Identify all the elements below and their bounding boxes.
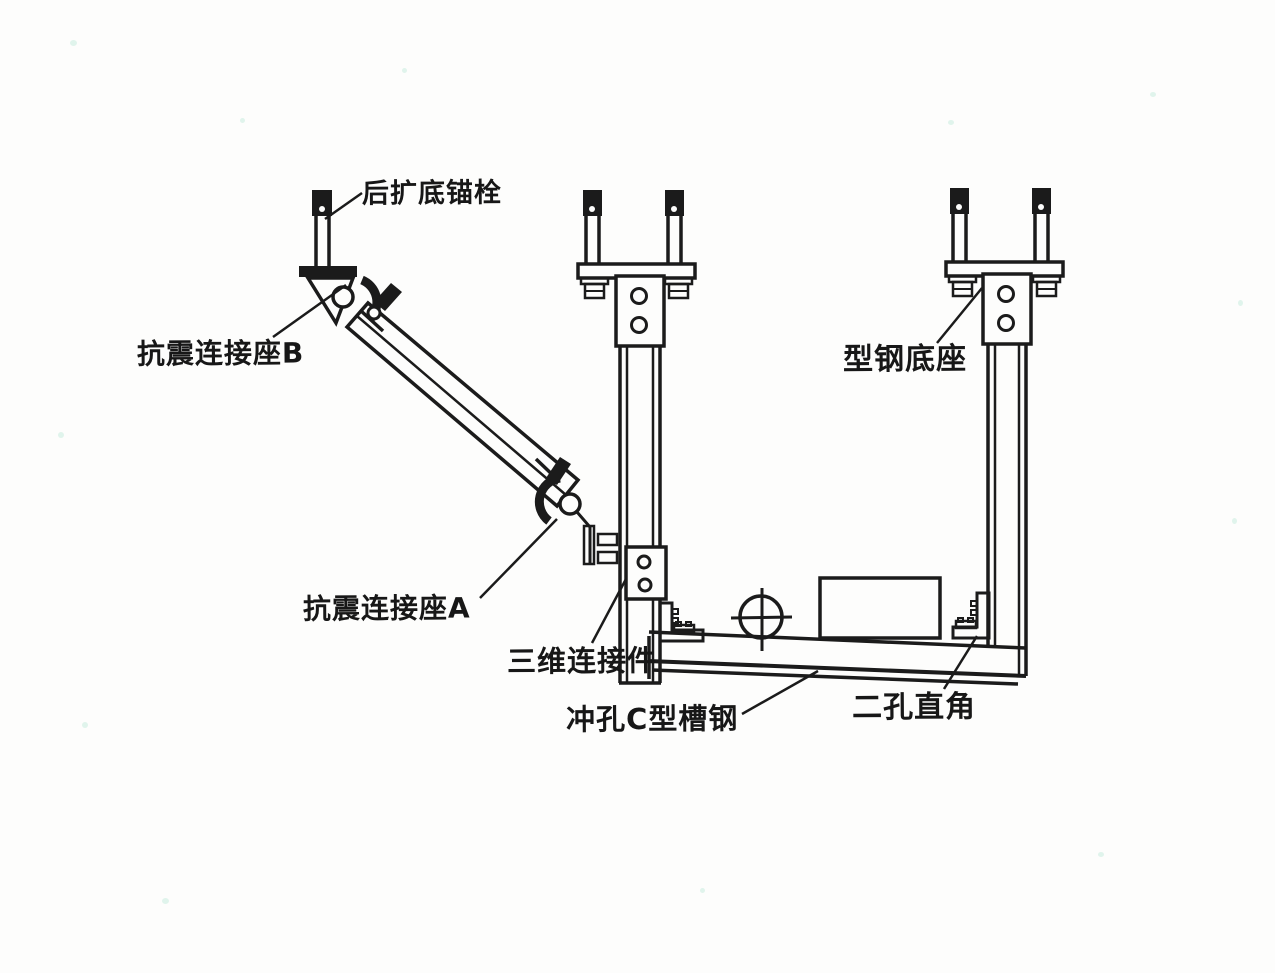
- punched-c-channel-part: [647, 630, 1027, 686]
- leader-c-channel: [741, 669, 819, 716]
- diagonal-brace-channel: [344, 300, 581, 509]
- channel-block: [818, 576, 942, 640]
- leader-steel-base: [936, 287, 983, 344]
- leader-anchor-bolt: [324, 191, 363, 221]
- scan-speckle: [948, 120, 954, 125]
- scan-speckle: [700, 888, 705, 893]
- seismic-connector-b-part: [304, 275, 402, 327]
- leader-two-hole: [942, 635, 979, 690]
- three-d-connector-part: [624, 545, 668, 601]
- scan-speckle: [1098, 852, 1104, 857]
- two-hole-angle-part: [951, 591, 991, 640]
- scan-speckle: [240, 118, 245, 123]
- leader-connector-b: [272, 283, 347, 339]
- label-two-hole-right-angle: 二孔直角: [851, 689, 977, 726]
- label-seismic-connector-seat-b: 抗震连接座B: [136, 336, 305, 371]
- label-punched-c-channel: 冲孔C型槽钢: [565, 701, 739, 737]
- scan-speckle: [402, 68, 407, 73]
- right-anchor-bolts: [950, 188, 1051, 266]
- rear-anchor-bolt-left: [299, 190, 357, 277]
- scan-speckle: [1238, 300, 1243, 306]
- label-seismic-connector-seat-a: 抗震连接座A: [302, 591, 471, 626]
- middle-steel-base-tab: [614, 274, 666, 348]
- leader-lines: [272, 191, 983, 716]
- scan-speckle: [58, 432, 64, 438]
- scan-speckle: [1150, 92, 1156, 97]
- label-rear-expansion-anchor-bolt: 后扩底锚栓: [361, 177, 503, 210]
- label-three-dimensional-connector: 三维连接件: [506, 643, 658, 679]
- scan-speckle: [162, 898, 169, 904]
- scan-speckle: [70, 40, 77, 46]
- scan-speckle: [1232, 518, 1237, 524]
- right-steel-base-tab: [981, 272, 1033, 346]
- label-section-steel-base: 型钢底座: [842, 341, 968, 378]
- leader-connector-a: [479, 518, 558, 599]
- pipe-centerline-symbol: [730, 588, 793, 651]
- left-angle-bracket: [658, 601, 705, 643]
- scan-speckle: [82, 722, 88, 728]
- seismic-connector-a-part: [534, 457, 619, 566]
- middle-anchor-bolts: [583, 190, 684, 268]
- leader-3d-connector: [590, 578, 628, 644]
